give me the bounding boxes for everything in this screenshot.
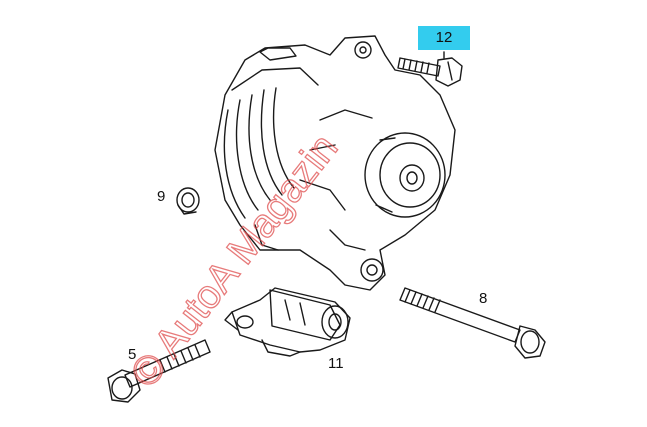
washer-9 <box>176 187 200 215</box>
long-bolt-8 <box>399 287 546 359</box>
callout-11: 11 <box>328 355 344 372</box>
callout-9: 9 <box>157 188 166 205</box>
pulley <box>364 132 446 218</box>
callout-5: 5 <box>128 346 137 363</box>
callout-12: 12 <box>418 26 470 50</box>
bracket-11 <box>224 287 351 357</box>
alternator-body <box>214 35 456 291</box>
callout-8: 8 <box>479 290 488 307</box>
short-bolt-5 <box>107 339 211 403</box>
bolt-nut-12 <box>397 51 463 87</box>
